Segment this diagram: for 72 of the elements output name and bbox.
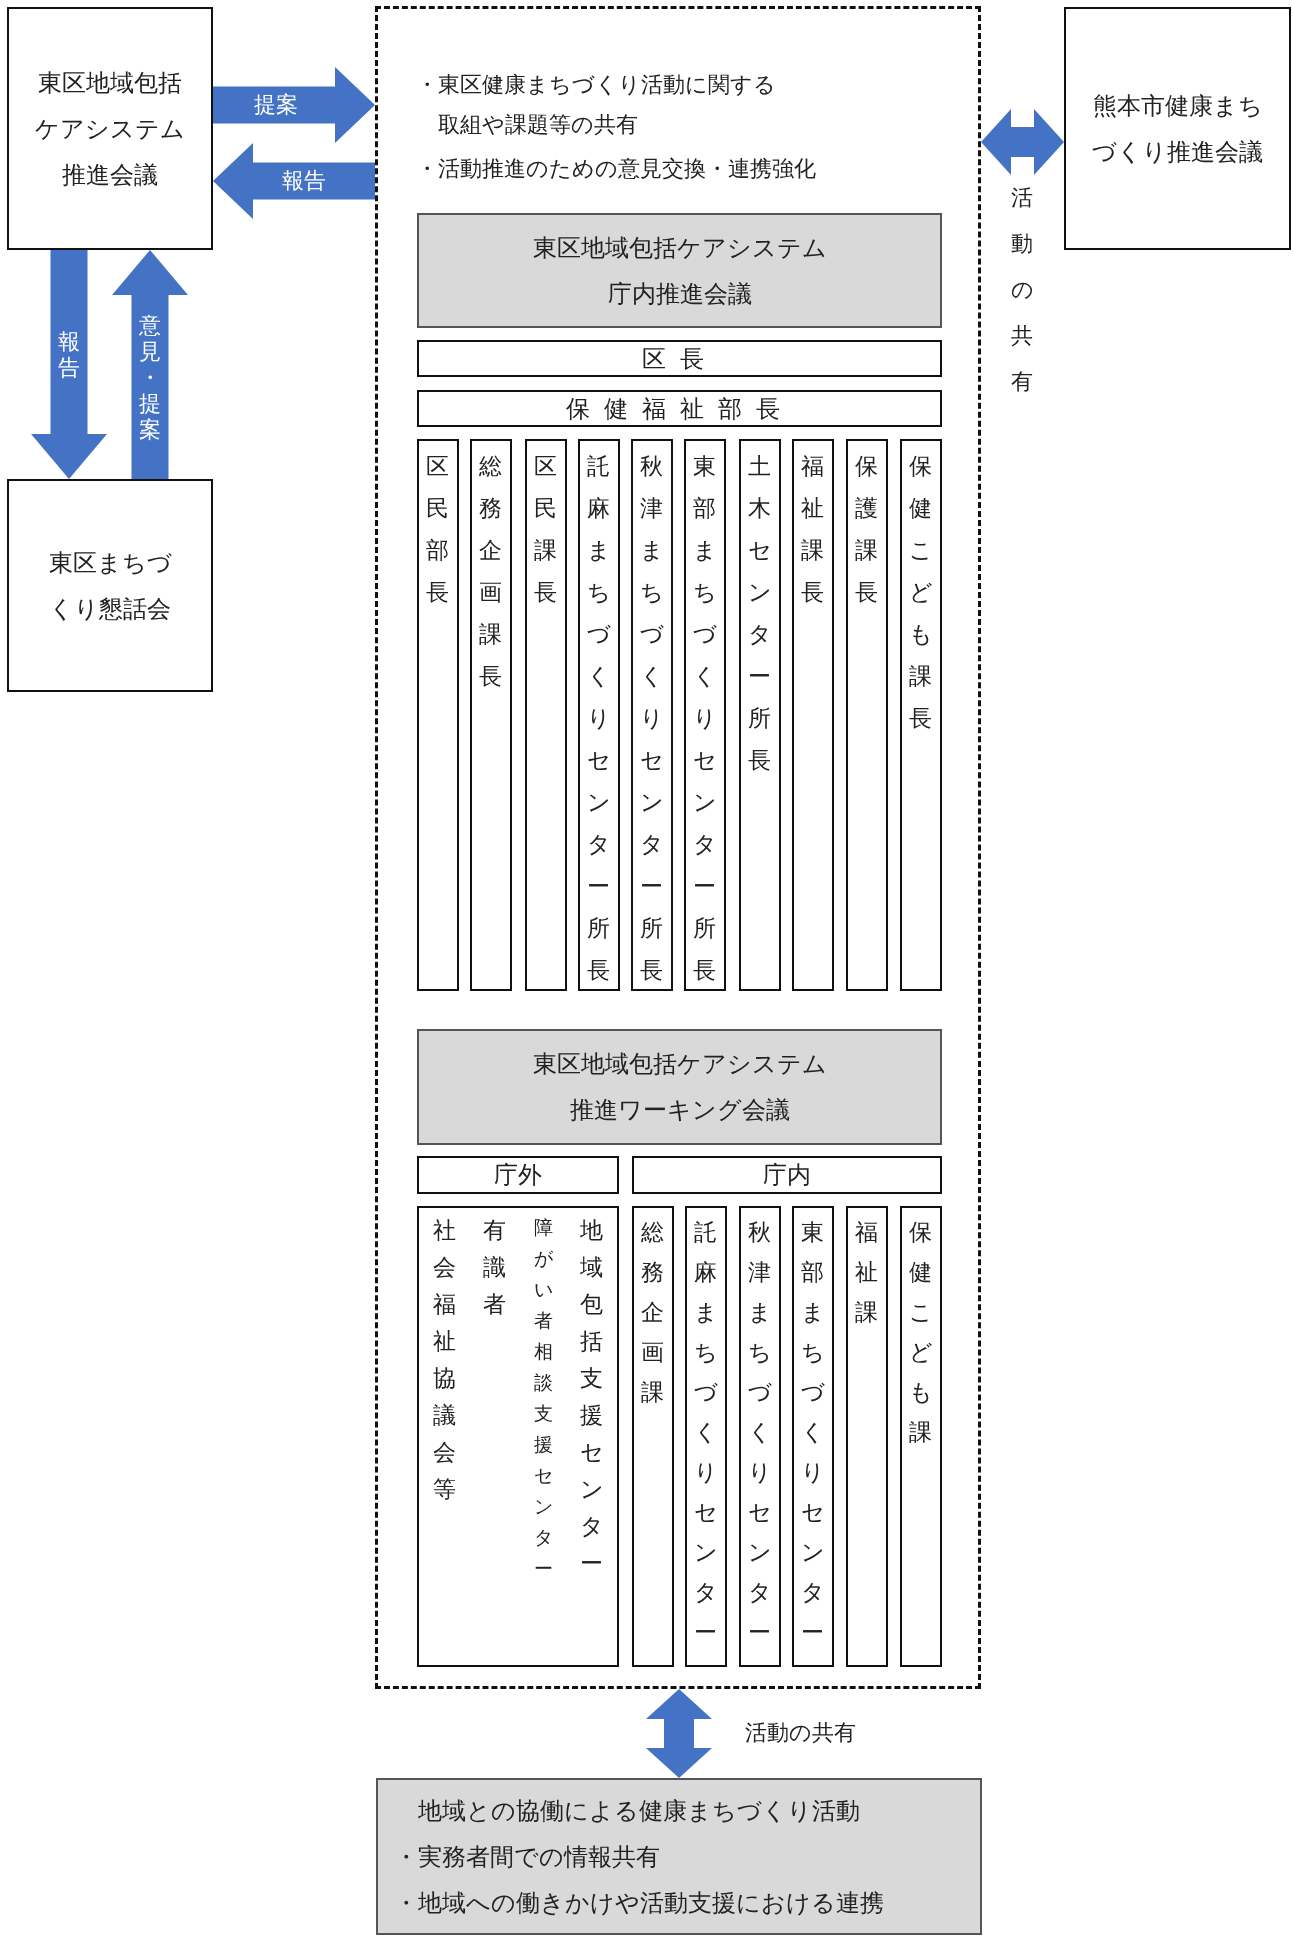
box-label: ・地域への働きかけや活動支援における連携 [394, 1887, 884, 1919]
role-column [631, 439, 673, 991]
role-box [417, 340, 942, 377]
block-arrow [981, 109, 1064, 175]
block-arrow [213, 67, 375, 143]
process-box [1064, 7, 1291, 250]
column-label: 社会福祉協議会等 [432, 1216, 457, 1504]
dashed-boundary [375, 6, 981, 1689]
meeting-box [417, 1029, 942, 1145]
column-label: 秋津まちづくりセンター所長 [639, 452, 665, 985]
box-label: 東区まちづくり懇話会 [47, 547, 173, 625]
box-label: 保健福祉部長 [565, 393, 794, 425]
column-label: 保健こども課長 [908, 452, 934, 733]
role-column [632, 1206, 674, 1667]
column-label: 保護課長 [854, 452, 880, 607]
process-box [7, 7, 213, 250]
column-label: 東部まちづくりセンター所長 [692, 452, 718, 985]
edge-label: 報告 [282, 167, 326, 195]
column-label: 土木センター所長 [747, 452, 773, 775]
box-label: 熊本市健康まちづくり推進会議 [1091, 90, 1264, 168]
role-column [792, 439, 834, 991]
column-label: 障がい者相談支援センター [533, 1215, 554, 1581]
role-box [417, 390, 942, 427]
block-arrow [213, 143, 375, 219]
edge-label: 報告 [57, 329, 81, 381]
column-label: 区民部長 [425, 452, 451, 607]
role-column [900, 439, 942, 991]
column-label: 東部まちづくりセンター [800, 1218, 826, 1647]
process-box [7, 479, 213, 692]
box-label: 地域との協働による健康まちづくり活動 [417, 1795, 860, 1827]
column-label: 託麻まちづくりセンター [693, 1218, 719, 1647]
role-column [578, 439, 620, 991]
column-label: 区民課長 [533, 452, 559, 607]
activity-box [376, 1778, 982, 1935]
bullet-text: ・活動推進のための意見交換・連携強化 [416, 155, 816, 183]
role-box [632, 1156, 942, 1194]
box-label: 東区地域包括ケアシステム推進ワーキング会議 [531, 1049, 828, 1126]
box-label: 庁外 [494, 1160, 542, 1191]
edge-label: 提案 [254, 91, 298, 119]
edge-label: 意見・提案 [138, 313, 162, 443]
role-column [739, 439, 781, 991]
bullet-text: ・東区健康まちづくり活動に関する取組や課題等の共有 [416, 71, 777, 139]
block-arrow [31, 250, 107, 479]
role-column [846, 1206, 888, 1667]
column-label: 保健こども課 [908, 1218, 934, 1447]
role-column [739, 1206, 781, 1667]
box-label: 庁内 [763, 1160, 811, 1191]
role-column [417, 439, 459, 991]
role-box [417, 1156, 619, 1194]
block-arrow [112, 250, 188, 479]
column-label: 地域包括支援センター [579, 1216, 604, 1578]
role-column [792, 1206, 834, 1667]
column-label: 総務企画課 [640, 1218, 666, 1407]
meeting-box [417, 213, 942, 328]
column-label: 託麻まちづくりセンター所長 [586, 452, 612, 985]
column-label: 福祉課 [854, 1218, 880, 1327]
column-label: 秋津まちづくりセンター [747, 1218, 773, 1647]
column-label: 福祉課長 [800, 452, 826, 607]
member-column-box [417, 1206, 619, 1667]
block-arrow [646, 1689, 712, 1778]
box-label: 東区地域包括ケアシステム推進会議 [34, 67, 186, 191]
role-column [900, 1206, 942, 1667]
role-column [685, 1206, 727, 1667]
box-label: 東区地域包括ケアシステム庁内推進会議 [531, 232, 828, 310]
role-column [525, 439, 567, 991]
role-column [846, 439, 888, 991]
box-label: 区長 [641, 343, 718, 375]
box-label: ・実務者間での情報共有 [394, 1841, 660, 1873]
role-column [684, 439, 726, 991]
role-column [470, 439, 512, 991]
column-label: 総務企画課長 [478, 452, 504, 691]
column-label: 有識者 [482, 1216, 507, 1319]
